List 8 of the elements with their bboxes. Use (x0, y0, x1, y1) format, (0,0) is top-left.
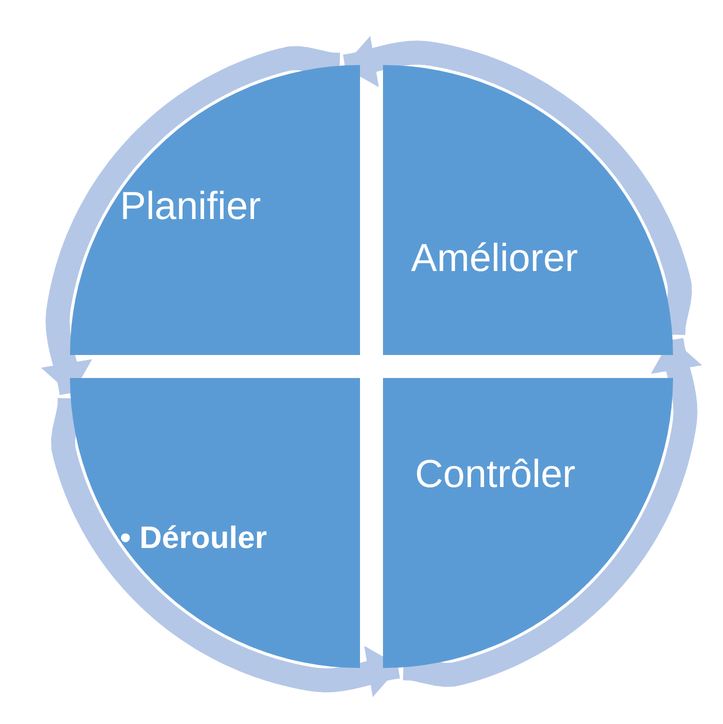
quadrant-shape (383, 65, 673, 355)
quadrant-label: Améliorer (411, 237, 578, 281)
quadrant-label: Planifier (120, 185, 261, 229)
quadrant-label: • Dérouler (120, 520, 267, 556)
quadrant-shape (70, 65, 360, 355)
quadrant-label: Contrôler (415, 453, 576, 497)
quadrant-shape (70, 378, 360, 668)
quadrant-shape (383, 378, 673, 668)
